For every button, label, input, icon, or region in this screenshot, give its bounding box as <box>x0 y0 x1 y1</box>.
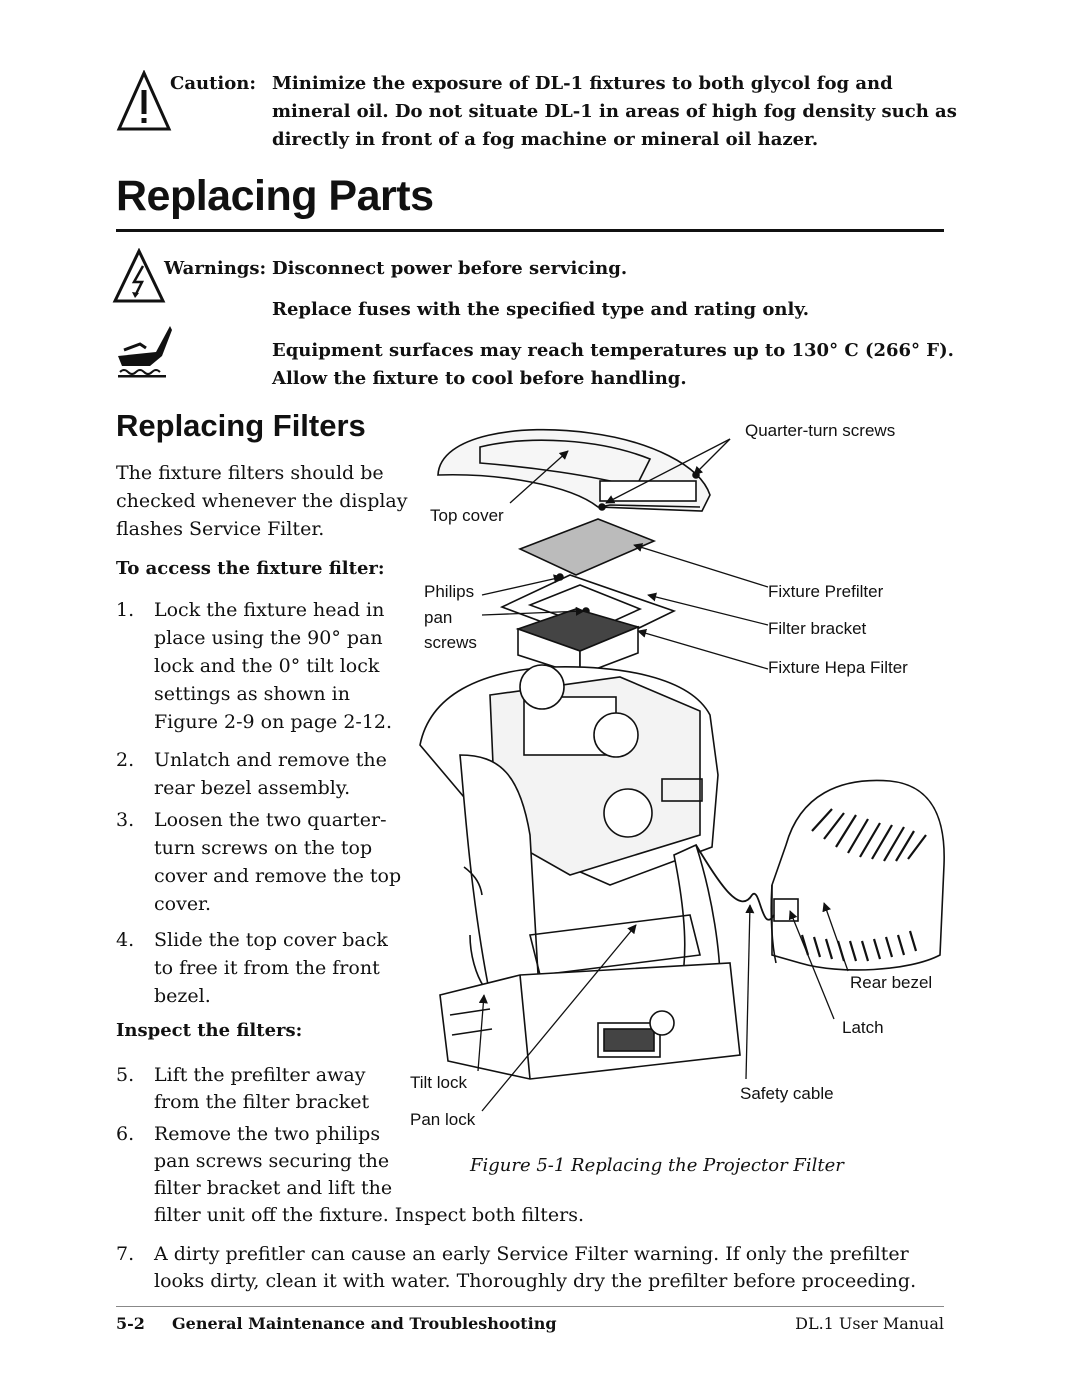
leader-pan-lock <box>481 924 637 1112</box>
callout-philips: Philips <box>424 582 475 601</box>
hot-surface-icon <box>118 326 172 378</box>
step-line: looks dirty, clean it with water. Thorou… <box>154 1270 917 1292</box>
callout-pan: pan <box>424 608 453 627</box>
step-number: 4. <box>116 929 135 951</box>
step-item: 6. Remove the two philips pan screws sec… <box>116 1121 636 1231</box>
intro-line: The fixture filters should be <box>116 462 384 484</box>
step-line: rear bezel assembly. <box>154 777 351 799</box>
rear-bezel-drawing <box>770 779 945 971</box>
safety-cable-drawing <box>695 844 775 921</box>
caution-text-line: Minimize the exposure of DL-1 fixtures t… <box>272 73 893 94</box>
footer-page-number: 5-2 <box>116 1314 145 1333</box>
step-line: Slide the top cover back <box>154 929 388 951</box>
callout-latch: Latch <box>842 1018 884 1037</box>
step-item: 3. Loosen the two quarter- turn screws o… <box>116 807 416 919</box>
warning-item: Replace fuses with the specified type an… <box>272 299 809 320</box>
page-title: Replacing Parts <box>116 172 434 220</box>
top-cover-drawing <box>437 428 711 512</box>
fixture-base-drawing <box>439 962 741 1080</box>
step-item: 1. Lock the fixture head in place using … <box>116 597 416 737</box>
leader-bracket <box>647 592 769 626</box>
section-title: Replacing Filters <box>116 408 366 443</box>
warning-item: Disconnect power before servicing. <box>272 258 628 279</box>
callout-fixture-hepa-filter: Fixture Hepa Filter <box>768 658 908 677</box>
leader-rear-bezel <box>822 902 849 972</box>
step-line: filter bracket and lift the <box>154 1177 393 1199</box>
step-item: 4. Slide the top cover back to free it f… <box>116 927 416 1011</box>
caution-text-line: mineral oil. Do not situate DL-1 in area… <box>272 101 957 122</box>
step-number: 5. <box>116 1064 135 1086</box>
footer-chapter: General Maintenance and Troubleshooting <box>172 1314 557 1333</box>
leader-latch <box>788 910 835 1020</box>
warning-item: Allow the fixture to cool before handlin… <box>272 368 687 389</box>
callout-quarter-turn-screws: Quarter-turn screws <box>745 421 896 440</box>
leader-hepa <box>637 628 769 670</box>
step-number: 6. <box>116 1123 135 1145</box>
caution-triangle-icon <box>116 70 172 131</box>
callout-pan-lock: Pan lock <box>410 1110 476 1129</box>
step-line: Remove the two philips <box>154 1123 381 1145</box>
step-line: Lock the fixture head in <box>154 599 385 621</box>
callout-filter-bracket: Filter bracket <box>768 619 867 638</box>
callout-fixture-prefilter: Fixture Prefilter <box>768 582 884 601</box>
step-number: 7. <box>116 1243 135 1265</box>
step-line: pan screws securing the <box>154 1150 390 1172</box>
leader-quarter-turn-1 <box>693 438 731 476</box>
step-item: 7. A dirty prefitler can cause an early … <box>116 1241 944 1297</box>
leader-quarter-turn-2 <box>605 438 731 504</box>
leader-philips-1 <box>481 574 563 596</box>
step-line: bezel. <box>154 985 211 1007</box>
step-number: 1. <box>116 599 135 621</box>
step-line: cover. <box>154 893 212 915</box>
caution-text-line: directly in front of a fog machine or mi… <box>272 129 819 150</box>
step-line: filter unit off the fixture. Inspect bot… <box>154 1204 585 1226</box>
step-line: from the filter bracket <box>154 1091 370 1113</box>
step-line: Lift the prefilter away <box>154 1064 366 1086</box>
projector-exploded-diagram <box>419 428 945 1112</box>
leader-tilt-lock <box>477 994 488 1072</box>
step-line: Unlatch and remove the <box>154 749 387 771</box>
callout-screws: screws <box>424 633 477 652</box>
step-line: settings as shown in <box>154 683 350 705</box>
step-line: Loosen the two quarter- <box>154 809 387 831</box>
step-number: 3. <box>116 809 135 831</box>
callout-tilt-lock: Tilt lock <box>410 1073 467 1092</box>
step-line: A dirty prefitler can cause an early Ser… <box>154 1243 909 1265</box>
footer-manual-title: DL.1 User Manual <box>795 1314 944 1333</box>
callout-top-cover: Top cover <box>430 506 504 525</box>
fixture-body-drawing <box>419 664 722 1021</box>
step-line: lock and the 0° tilt lock <box>154 655 380 677</box>
intro-line: checked whenever the display <box>116 490 408 512</box>
electric-shock-warning-icon <box>112 248 166 303</box>
figure-caption: Figure 5-1 Replacing the Projector Filte… <box>470 1155 844 1176</box>
leader-prefilter <box>633 543 769 588</box>
step-item: 2. Unlatch and remove the rear bezel ass… <box>116 747 416 803</box>
intro-line: flashes Service Filter. <box>116 518 325 540</box>
step-number: 2. <box>116 749 135 771</box>
step-line: place using the 90° pan <box>154 627 383 649</box>
leader-top-cover <box>509 450 569 504</box>
footer-rule <box>116 1306 944 1307</box>
warnings-label: Warnings: <box>164 258 267 279</box>
callout-rear-bezel: Rear bezel <box>850 973 933 992</box>
step-line: cover and remove the top <box>154 865 402 887</box>
inspect-heading: Inspect the filters: <box>116 1020 303 1041</box>
title-rule <box>116 229 944 232</box>
callout-safety-cable: Safety cable <box>740 1084 834 1103</box>
prefilter-drawing <box>517 518 657 576</box>
leader-safety-cable <box>745 904 755 1080</box>
step-line: turn screws on the top <box>154 837 373 859</box>
step-line: to free it from the front <box>154 957 380 979</box>
caution-label: Caution: <box>170 73 256 94</box>
warning-item: Equipment surfaces may reach temperature… <box>272 340 954 361</box>
hepa-filter-drawing <box>515 608 641 677</box>
leader-philips-2 <box>481 606 585 616</box>
step-line: Figure 2-9 on page 2-12. <box>154 711 393 733</box>
step-item: 5. Lift the prefilter away from the filt… <box>116 1062 416 1118</box>
access-heading: To access the fixture filter: <box>116 558 385 579</box>
